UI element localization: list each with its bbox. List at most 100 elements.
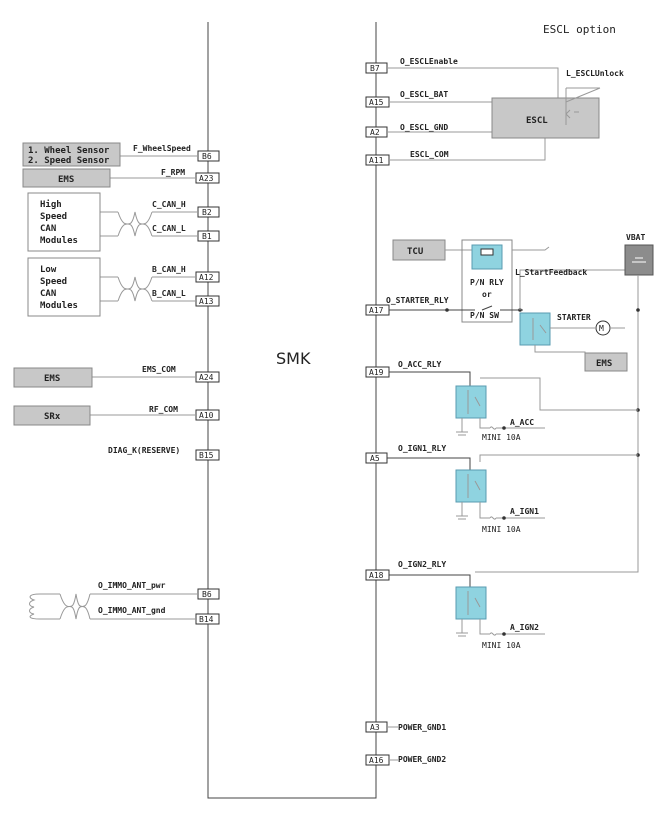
motor-label: M bbox=[599, 324, 604, 333]
srx-box bbox=[13, 405, 91, 426]
pin-label: A23 bbox=[199, 174, 214, 183]
srx-label: SRx bbox=[44, 412, 61, 422]
signal-label: F_WheelSpeed bbox=[133, 144, 191, 153]
signal-label: POWER_GND2 bbox=[398, 755, 446, 764]
signal-label: ESCL_COM bbox=[410, 150, 449, 159]
ground-icon bbox=[456, 619, 468, 637]
fuse-label: MINI 10A bbox=[482, 525, 521, 534]
pin-label: A2 bbox=[370, 128, 380, 137]
signal-label: EMS_COM bbox=[142, 365, 176, 374]
ls-can-label: CAN bbox=[40, 289, 56, 299]
pin-label: B6 bbox=[202, 152, 212, 161]
a-acc-label: A_ACC bbox=[510, 418, 534, 427]
hs-can-box bbox=[27, 192, 101, 252]
vbat-bus bbox=[475, 275, 639, 573]
starter-wire bbox=[389, 305, 523, 311]
a-ign2-label: A_IGN2 bbox=[510, 623, 539, 632]
signal-label: O_IMMO_ANT_pwr bbox=[98, 581, 166, 590]
wire bbox=[387, 67, 559, 98]
wire bbox=[100, 211, 198, 237]
twisted-pair bbox=[117, 211, 153, 237]
fuse-label: MINI 10A bbox=[482, 433, 521, 442]
signal-label: O_IGN1_RLY bbox=[398, 444, 446, 453]
signal-label: C_CAN_L bbox=[152, 224, 186, 233]
relay-coil-symbol bbox=[480, 248, 494, 256]
ems-box bbox=[584, 352, 628, 372]
ign2-relay-icon bbox=[455, 586, 487, 620]
escl-label: ESCL bbox=[526, 116, 548, 126]
ems-right-label: EMS bbox=[596, 359, 612, 369]
signal-label: O_ESCL_BAT bbox=[400, 90, 448, 99]
relay-contact bbox=[467, 390, 481, 414]
signal-label: RF_COM bbox=[149, 405, 178, 414]
pin-label: A18 bbox=[369, 571, 384, 580]
acc-relay-wire bbox=[389, 371, 471, 386]
fuse-label: MINI 10A bbox=[482, 641, 521, 650]
ign2-relay-wire bbox=[389, 574, 471, 587]
pin-label: A10 bbox=[199, 411, 214, 420]
pn-relay-label: P/N RLY bbox=[470, 278, 504, 287]
antenna-coil-icon bbox=[29, 593, 41, 620]
ground-icon bbox=[456, 502, 468, 520]
pin-label: A13 bbox=[199, 297, 214, 306]
pin-label: A16 bbox=[369, 756, 384, 765]
smk-label: SMK bbox=[276, 349, 311, 368]
ems-box bbox=[13, 367, 93, 388]
pin-label: B7 bbox=[370, 64, 380, 73]
right-pin-group: B7 A15 A2 A11 A17 A19 A5 A18 A3 A16 bbox=[365, 62, 390, 766]
signal-label: O_IGN2_RLY bbox=[398, 560, 446, 569]
fuse-icon bbox=[489, 632, 497, 636]
wire bbox=[40, 593, 198, 620]
wire bbox=[519, 269, 633, 310]
ls-can-label: Low bbox=[40, 265, 57, 275]
ign1-relay-icon bbox=[455, 469, 487, 503]
signal-label: C_CAN_H bbox=[152, 200, 186, 209]
pin-label: B6 bbox=[202, 590, 212, 599]
pin-label: A19 bbox=[369, 368, 384, 377]
wire bbox=[480, 377, 638, 411]
wire bbox=[512, 246, 550, 251]
wire bbox=[100, 276, 196, 302]
signal-label: F_RPM bbox=[161, 168, 185, 177]
hs-can-label: Modules bbox=[40, 236, 78, 246]
acc-relay-icon bbox=[455, 385, 487, 419]
hs-can-label: Speed bbox=[40, 212, 67, 222]
junction bbox=[502, 426, 506, 430]
wheel-sensor-label-2: 2. Speed Sensor bbox=[28, 156, 110, 166]
pn-relay-label: P/N SW bbox=[470, 311, 499, 320]
ls-can-label: Speed bbox=[40, 277, 67, 287]
signal-label: B_CAN_L bbox=[152, 289, 186, 298]
pin-label: B14 bbox=[199, 615, 214, 624]
wire bbox=[389, 138, 546, 161]
junction bbox=[636, 308, 640, 312]
junction bbox=[445, 308, 449, 312]
junction bbox=[502, 516, 506, 520]
tcu-label: TCU bbox=[407, 247, 423, 257]
escl-switch-icon bbox=[565, 87, 601, 125]
wire bbox=[479, 454, 638, 462]
hs-can-label: CAN bbox=[40, 224, 56, 234]
pin-label: A15 bbox=[369, 98, 384, 107]
relay-contact bbox=[467, 591, 481, 615]
signal-label: B_CAN_H bbox=[152, 265, 186, 274]
battery-icon bbox=[632, 257, 646, 263]
ems-label: EMS bbox=[44, 374, 60, 384]
fuse-icon bbox=[489, 426, 497, 430]
escl-unlock-label: L_ESCLUnlock bbox=[566, 69, 624, 78]
pin-label: A5 bbox=[370, 454, 380, 463]
pin-label: A17 bbox=[369, 306, 384, 315]
starter-relay-icon bbox=[519, 312, 551, 346]
vbat-box bbox=[624, 244, 654, 276]
pin-label: B15 bbox=[199, 451, 214, 460]
wheel-sensor-label-1: 1. Wheel Sensor bbox=[28, 146, 110, 156]
a-ign1-label: A_IGN1 bbox=[510, 507, 539, 516]
twisted-pair bbox=[59, 593, 91, 620]
signal-label: POWER_GND1 bbox=[398, 723, 446, 732]
vbat-label: VBAT bbox=[626, 233, 645, 242]
pin-label: A12 bbox=[199, 273, 214, 282]
signal-label: O_IMMO_ANT_gnd bbox=[98, 606, 166, 615]
pn-relay-label: or bbox=[482, 290, 492, 299]
signal-label: O_ESCLEnable bbox=[400, 57, 458, 66]
pn-relay-frame bbox=[461, 239, 513, 323]
